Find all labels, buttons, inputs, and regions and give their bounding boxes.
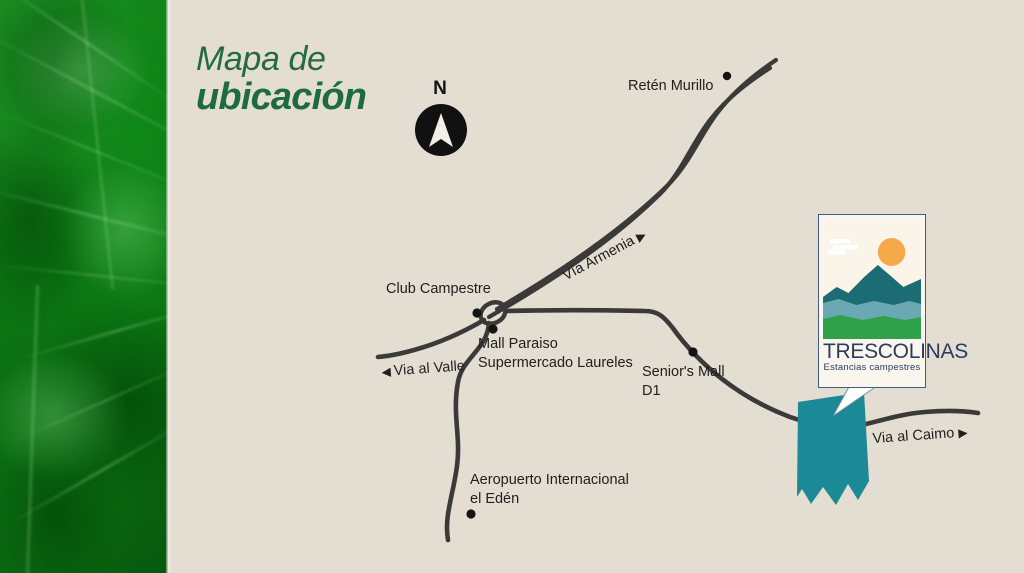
- property-plot-polygon: [797, 392, 869, 505]
- arrow-right-icon-2: ▶: [957, 425, 969, 440]
- label-d1: D1: [642, 383, 661, 399]
- label-aeropuerto-internacional: Aeropuerto Internacional: [470, 472, 629, 488]
- dot-club-campestre: [472, 308, 482, 318]
- label-reten-murillo: Retén Murillo: [628, 78, 714, 94]
- compass-north-arrow-icon: [429, 113, 453, 147]
- leaf-shadow-4: [0, 430, 120, 573]
- logo-sun-icon: [877, 238, 906, 266]
- dot-reten-murillo: [722, 71, 732, 81]
- leaf-highlight-3: [0, 350, 130, 480]
- dot-aeropuerto: [466, 509, 476, 519]
- label-seniors-mall: Senior's Mall: [642, 364, 725, 380]
- logo-callout-pointer: [833, 385, 874, 416]
- logo-landscape-svg: [823, 219, 921, 339]
- page-title: Mapa de ubicación: [196, 42, 426, 116]
- leaf-decor-panel: [0, 0, 168, 573]
- logo-callout-pointer-outline: [832, 384, 875, 417]
- logo-cloud-icon: [827, 239, 859, 255]
- dot-seniors-mall: [688, 347, 698, 357]
- compass-north-label: N: [433, 78, 447, 99]
- road-via-al-valle: [375, 317, 487, 360]
- leaf-panel-edge: [166, 0, 172, 573]
- dot-mall-paraiso: [488, 324, 498, 334]
- label-mall-paraiso: Mall Paraiso: [478, 336, 558, 352]
- road-to-airport: [444, 320, 492, 543]
- leaf-shadow-2: [0, 120, 100, 320]
- label-club-campestre: Club Campestre: [386, 281, 491, 297]
- label-supermercado-laureles: Supermercado Laureles: [478, 355, 633, 371]
- trescolinas-logo-card: TRESCOLINAS Estancias campestres: [818, 214, 968, 388]
- place-dots: [466, 71, 732, 519]
- title-line-2: ubicación: [196, 76, 367, 118]
- label-el-eden: el Edén: [470, 491, 520, 507]
- logo-field-front: [823, 315, 921, 339]
- logo-landscape-art: [823, 219, 921, 339]
- compass-rose: N: [412, 78, 468, 168]
- logo-wordmark: TRESCOLINAS Estancias campestres: [823, 339, 968, 383]
- leaf-highlight-2: [60, 160, 168, 300]
- road-via-al-caimo: [503, 307, 981, 430]
- title-line-1: Mapa de: [196, 40, 326, 78]
- logo-brand-name: TRESCOLINAS: [823, 340, 968, 363]
- leaf-highlight-1: [10, 10, 150, 130]
- logo-tagline: Estancias campestres: [823, 362, 921, 373]
- road-via-armenia-divided: [486, 57, 779, 320]
